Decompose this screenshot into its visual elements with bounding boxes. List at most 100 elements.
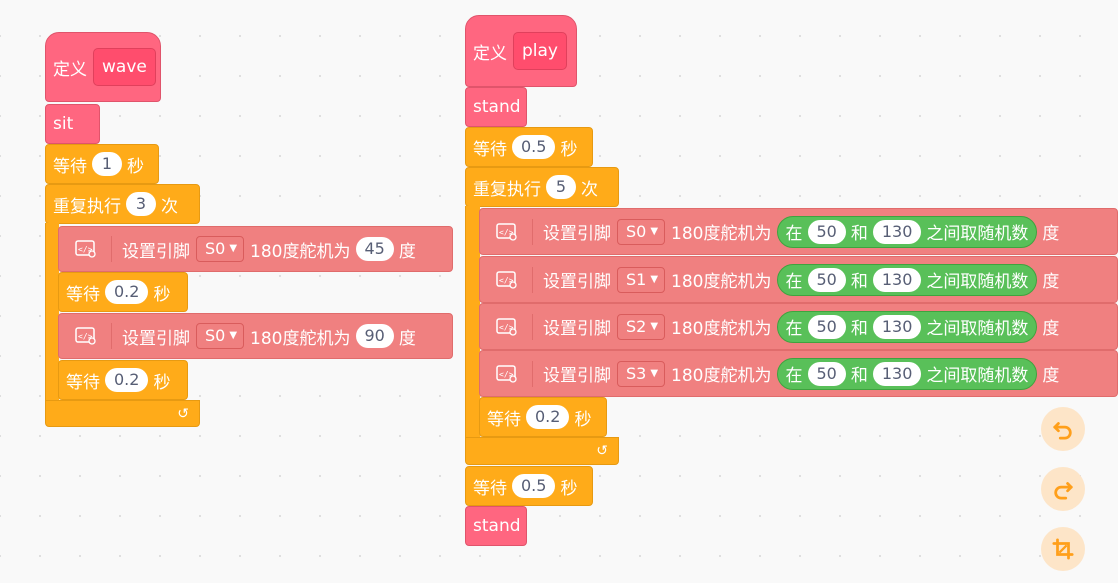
repeat-footer: ↺ [465,437,619,465]
degree-label: 度 [398,241,416,262]
random-operator[interactable]: 在 50 和 130 之间取随机数 [776,310,1038,343]
set-pin-label: 设置引脚 [543,224,611,244]
servo-random-block[interactable]: 设置引脚 S3▼ 180度舵机为 在 50 和 130 之间取随机数 度 [479,350,1118,397]
wait-block[interactable]: 等待 0.5 秒 [465,466,593,506]
pin-dropdown[interactable]: S0▼ [617,218,666,245]
wait-block[interactable]: 等待 1 秒 [45,144,159,184]
stand-label: stand [473,97,521,117]
wait-block[interactable]: 等待 0.2 秒 [58,360,188,400]
set-pin-label: 设置引脚 [122,241,190,262]
random-to-input[interactable]: 130 [872,314,922,339]
at-label: 在 [785,366,803,386]
repeat-footer: ↺ [45,400,200,427]
random-operator[interactable]: 在 50 和 130 之间取随机数 [776,263,1038,296]
pin-value: S0 [626,221,647,241]
pin-dropdown[interactable]: S2▼ [617,313,666,340]
chevron-down-icon: ▼ [229,243,238,254]
at-label: 在 [785,319,803,339]
set-pin-label: 设置引脚 [543,366,611,386]
repeat-block[interactable]: 重复执行 3 次 [45,184,200,224]
random-from-input[interactable]: 50 [807,361,846,386]
angle-input[interactable]: 45 [355,237,394,261]
pin-value: S0 [205,326,226,345]
servo-extension-icon [492,360,533,387]
servo-block[interactable]: 设置引脚 S0▼ 180度舵机为 90 度 [58,313,453,359]
random-from-input[interactable]: 50 [807,219,846,244]
define-block-play[interactable]: 定义 play [465,15,577,87]
random-label: 之间取随机数 [926,272,1029,292]
times-label: 次 [161,196,178,217]
random-label: 之间取随机数 [926,319,1029,339]
at-label: 在 [785,272,803,292]
define-name-wave[interactable]: wave [93,48,156,86]
servo-extension-icon [492,266,533,293]
pin-dropdown[interactable]: S0▼ [196,236,245,262]
stand-block[interactable]: stand [465,506,527,546]
repeat-label: 重复执行 [473,179,541,200]
stand-label: stand [473,516,521,536]
wait-seconds-input[interactable]: 0.5 [512,135,556,159]
repeat-count-input[interactable]: 5 [546,175,576,199]
chevron-down-icon: ▼ [650,225,659,237]
loop-arrow-icon: ↺ [596,443,608,459]
servo-random-block[interactable]: 设置引脚 S2▼ 180度舵机为 在 50 和 130 之间取随机数 度 [479,303,1118,350]
wait-label: 等待 [66,284,100,305]
pin-value: S3 [626,363,647,383]
pin-dropdown[interactable]: S0▼ [196,323,245,349]
wait-seconds-input[interactable]: 0.2 [105,280,149,304]
random-to-input[interactable]: 130 [872,219,922,244]
servo-label: 180度舵机为 [671,319,772,339]
repeat-block[interactable]: 重复执行 5 次 [465,167,619,207]
wait-seconds-input[interactable]: 1 [92,152,122,176]
wait-label: 等待 [487,409,521,430]
sit-label: sit [53,114,74,134]
pin-value: S1 [626,269,647,289]
redo-icon [1054,482,1073,500]
crop-icon [1052,538,1074,560]
stand-block[interactable]: stand [465,87,527,127]
define-name-play[interactable]: play [513,32,567,70]
seconds-label: 秒 [560,478,578,499]
servo-label: 180度舵机为 [671,224,772,244]
seconds-label: 秒 [574,409,592,430]
wait-block[interactable]: 等待 0.2 秒 [58,272,188,312]
define-block-wave[interactable]: 定义 wave [45,32,161,102]
set-pin-label: 设置引脚 [543,319,611,339]
repeat-label: 重复执行 [53,196,121,217]
random-to-input[interactable]: 130 [872,361,922,386]
degree-label: 度 [1042,319,1060,339]
repeat-count-input[interactable]: 3 [126,192,156,216]
degree-label: 度 [1042,272,1060,292]
chevron-down-icon: ▼ [650,320,659,332]
and-label: 和 [850,366,868,386]
times-label: 次 [581,179,598,200]
random-operator[interactable]: 在 50 和 130 之间取随机数 [776,215,1038,248]
chevron-down-icon: ▼ [229,330,238,341]
servo-extension-icon [71,236,112,262]
servo-block[interactable]: 设置引脚 S0▼ 180度舵机为 45 度 [58,226,453,272]
random-from-input[interactable]: 50 [807,314,846,339]
repeat-body-rail [45,223,59,403]
undo-button[interactable] [1041,407,1085,451]
wait-block[interactable]: 等待 0.5 秒 [465,127,593,167]
angle-input[interactable]: 90 [355,324,394,348]
repeat-body-rail [465,206,480,440]
sit-block[interactable]: sit [45,104,100,144]
wait-seconds-input[interactable]: 0.2 [526,405,570,429]
random-to-input[interactable]: 130 [872,267,922,292]
wait-label: 等待 [473,478,507,499]
servo-random-block[interactable]: 设置引脚 S0▼ 180度舵机为 在 50 和 130 之间取随机数 度 [479,208,1118,255]
redo-button[interactable] [1041,467,1085,511]
random-operator[interactable]: 在 50 和 130 之间取随机数 [776,357,1038,390]
wait-seconds-input[interactable]: 0.2 [105,368,149,392]
servo-label: 180度舵机为 [671,366,772,386]
random-from-input[interactable]: 50 [807,267,846,292]
undo-icon [1053,422,1072,440]
pin-dropdown[interactable]: S1▼ [617,266,666,293]
wait-block[interactable]: 等待 0.2 秒 [479,397,607,437]
servo-random-block[interactable]: 设置引脚 S1▼ 180度舵机为 在 50 和 130 之间取随机数 度 [479,256,1118,303]
pin-dropdown[interactable]: S3▼ [617,360,666,387]
wait-seconds-input[interactable]: 0.5 [512,474,556,498]
servo-extension-icon [492,313,533,340]
cleanup-button[interactable] [1041,527,1085,571]
